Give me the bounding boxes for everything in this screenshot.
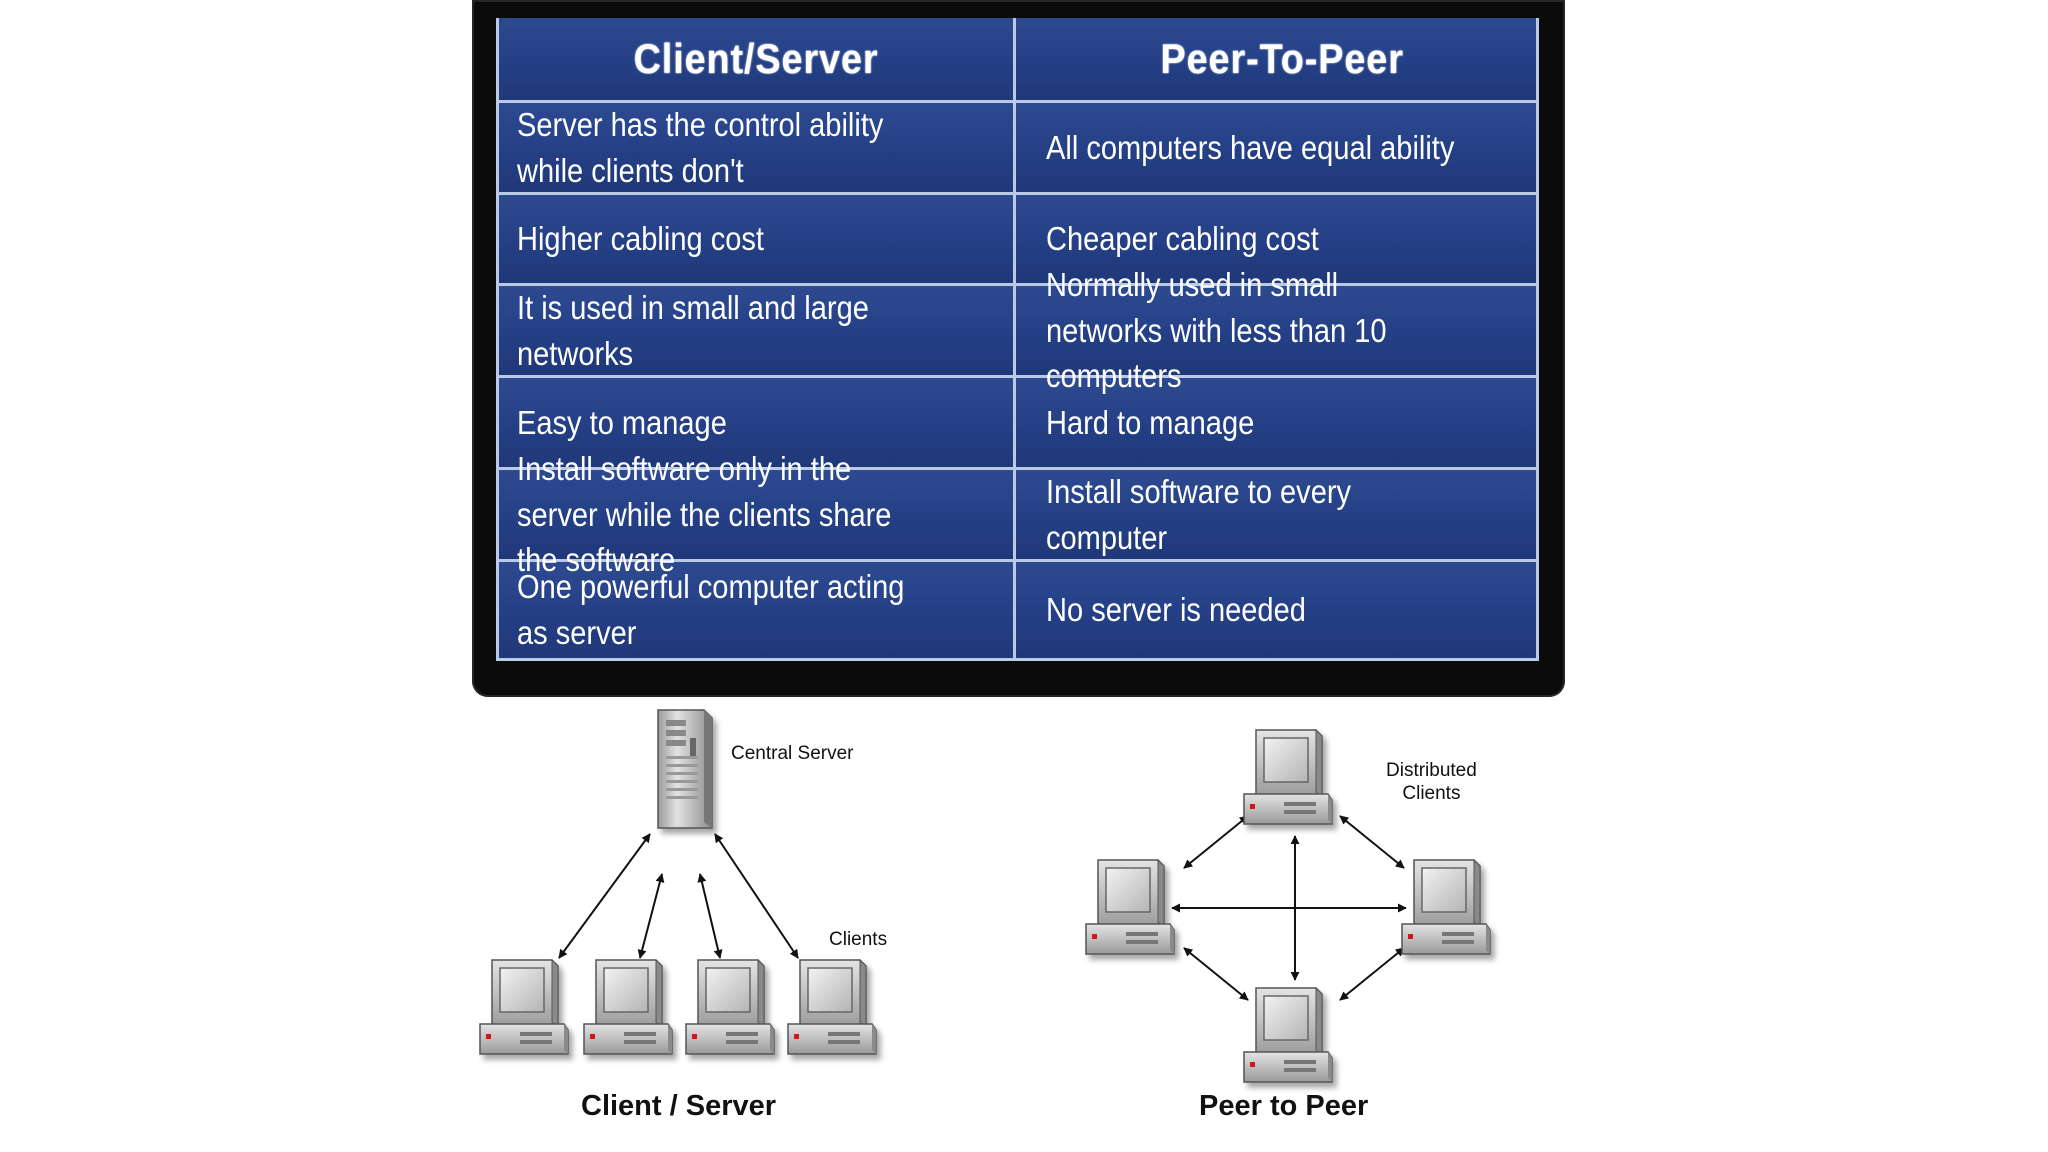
row-4-peer-to-peer: Hard to manage — [1013, 375, 1539, 467]
row-5-peer-to-peer-text: Install software to every computer — [1046, 472, 1352, 556]
clients-label: Clients — [829, 929, 888, 950]
desktop-computer-icon — [1401, 859, 1491, 955]
row-2-peer-to-peer-text: Cheaper cabling cost — [1046, 220, 1319, 258]
desktop-computer-icon — [787, 959, 877, 1055]
row-4-peer-to-peer-text: Hard to manage — [1046, 403, 1255, 441]
row-5-client-server-text: Install software only in the server whil… — [517, 450, 892, 579]
peer-to-peer-caption: Peer to Peer — [1199, 1090, 1369, 1122]
link-server-client-1 — [558, 833, 651, 959]
desktop-computer-icon — [1243, 987, 1333, 1083]
row-6-peer-to-peer: No server is needed — [1013, 559, 1539, 661]
row-6-client-server: One powerful computer acting as server — [496, 559, 1013, 661]
link-server-client-4 — [714, 833, 799, 959]
link-left-bottom — [1183, 947, 1249, 1001]
header-client-server-text: Client/Server — [633, 35, 879, 83]
comparison-table-panel: Client/Server Peer-To-Peer Server has th… — [472, 0, 1565, 697]
client-server-caption: Client / Server — [581, 1090, 777, 1122]
desktop-computer-icon — [479, 959, 569, 1055]
link-right-bottom — [1339, 947, 1405, 1001]
link-top-left — [1183, 815, 1249, 869]
header-peer-to-peer: Peer-To-Peer — [1013, 18, 1539, 100]
header-client-server: Client/Server — [496, 18, 1013, 100]
desktop-computer-icon — [583, 959, 673, 1055]
row-3-peer-to-peer-text: Normally used in small networks with les… — [1046, 266, 1387, 395]
row-5-client-server: Install software only in the server whil… — [496, 450, 1013, 578]
row-1-peer-to-peer: All computers have equal ability — [1013, 100, 1539, 192]
row-5-peer-to-peer: Install software to every computer — [1013, 467, 1539, 559]
central-server-label: Central Server — [731, 743, 854, 764]
header-peer-to-peer-text: Peer-To-Peer — [1160, 35, 1404, 83]
link-server-client-2 — [637, 873, 665, 959]
link-top-right — [1339, 815, 1405, 869]
row-1-peer-to-peer-text: All computers have equal ability — [1046, 128, 1455, 166]
row-2-client-server-text: Higher cabling cost — [517, 220, 764, 258]
row-6-peer-to-peer-text: No server is needed — [1046, 591, 1306, 629]
row-3-client-server-text: It is used in small and large networks — [517, 288, 869, 372]
desktop-computer-icon — [685, 959, 775, 1055]
row-6-client-server-text: One powerful computer acting as server — [517, 568, 905, 651]
row-4-client-server: Easy to manage — [496, 375, 1013, 467]
row-1-client-server-text: Server has the control ability while cli… — [517, 105, 884, 189]
row-3-peer-to-peer: Normally used in small networks with les… — [1013, 266, 1539, 394]
row-2-client-server: Higher cabling cost — [496, 192, 1013, 283]
row-2-peer-to-peer: Cheaper cabling cost — [1013, 192, 1539, 283]
desktop-computer-icon — [1085, 859, 1175, 955]
desktop-computer-icon — [1243, 729, 1333, 825]
comparison-table: Client/Server Peer-To-Peer Server has th… — [496, 18, 1539, 661]
link-server-client-3 — [697, 873, 723, 959]
tower-server-icon — [657, 709, 713, 829]
row-4-client-server-text: Easy to manage — [517, 403, 727, 441]
distributed-clients-label: Distributed Clients — [1386, 760, 1477, 804]
row-3-client-server: It is used in small and large networks — [496, 283, 1013, 375]
row-1-client-server: Server has the control ability while cli… — [496, 100, 1013, 192]
